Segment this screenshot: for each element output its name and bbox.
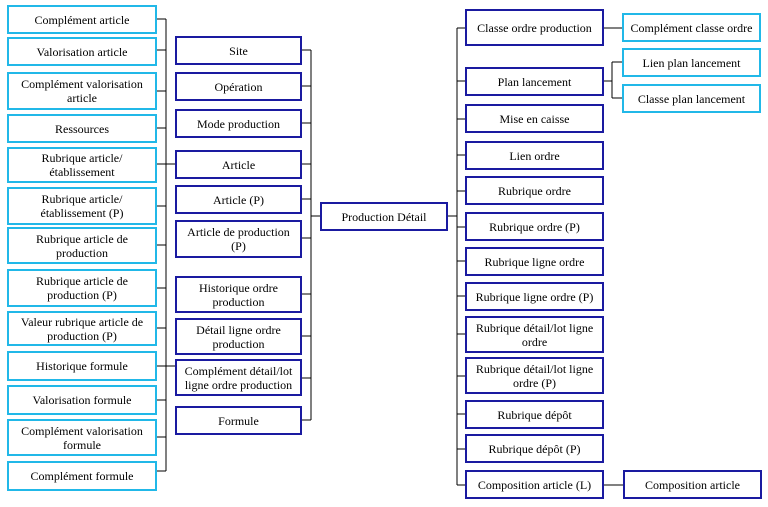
right-box-rubrique-ligne-ordre: Rubrique ligne ordre (465, 247, 604, 276)
right-box-rubrique-ordre-p: Rubrique ordre (P) (465, 212, 604, 241)
right-box-plan-lancement: Plan lancement (465, 67, 604, 96)
right-box-classe-ordre: Classe ordre production (465, 9, 604, 46)
mid-box-article-production-p: Article de production (P) (175, 220, 302, 258)
mid-box-operation: Opération (175, 72, 302, 101)
mid-box-site: Site (175, 36, 302, 65)
right-box-rubrique-depot-p: Rubrique dépôt (P) (465, 434, 604, 463)
left-box-7: Rubrique article de production (7, 227, 157, 264)
right-box-rubrique-ligne-ordre-p: Rubrique ligne ordre (P) (465, 282, 604, 311)
far-box-lien-plan: Lien plan lancement (622, 48, 761, 77)
right-box-rubrique-detail-lot: Rubrique détail/lot ligne ordre (465, 316, 604, 353)
right-box-rubrique-ordre: Rubrique ordre (465, 176, 604, 205)
left-box-13: Complément formule (7, 461, 157, 491)
mid-box-formule: Formule (175, 406, 302, 435)
mid-box-article-p: Article (P) (175, 185, 302, 214)
right-box-mise-en-caisse: Mise en caisse (465, 104, 604, 133)
left-box-2: Valorisation article (7, 37, 157, 66)
right-box-composition-article-l: Composition article (L) (465, 470, 604, 499)
mid-box-mode-production: Mode production (175, 109, 302, 138)
left-box-9: Valeur rubrique article de production (P… (7, 311, 157, 346)
far-box-composition-article: Composition article (623, 470, 762, 499)
right-box-rubrique-depot: Rubrique dépôt (465, 400, 604, 429)
left-box-3: Complément valorisation article (7, 72, 157, 110)
left-box-6: Rubrique article/ établissement (P) (7, 187, 157, 225)
left-box-11: Valorisation formule (7, 385, 157, 415)
left-box-1: Complément article (7, 5, 157, 34)
mid-box-historique-ordre: Historique ordre production (175, 276, 302, 313)
far-box-classe-plan: Classe plan lancement (622, 84, 761, 113)
mid-box-detail-ligne-ordre: Détail ligne ordre production (175, 318, 302, 355)
mid-box-article: Article (175, 150, 302, 179)
mid-box-complement-detail-lot: Complément détail/lot ligne ordre produc… (175, 359, 302, 396)
left-box-8: Rubrique article de production (P) (7, 269, 157, 307)
left-box-12: Complément valorisation formule (7, 419, 157, 456)
right-box-lien-ordre: Lien ordre (465, 141, 604, 170)
left-box-10: Historique formule (7, 351, 157, 381)
left-box-5: Rubrique article/établissement (7, 147, 157, 183)
center-box-production-detail: Production Détail (320, 202, 448, 231)
right-box-rubrique-detail-lot-p: Rubrique détail/lot ligne ordre (P) (465, 357, 604, 394)
left-box-4: Ressources (7, 114, 157, 143)
far-box-complement-classe: Complément classe ordre (622, 13, 761, 42)
